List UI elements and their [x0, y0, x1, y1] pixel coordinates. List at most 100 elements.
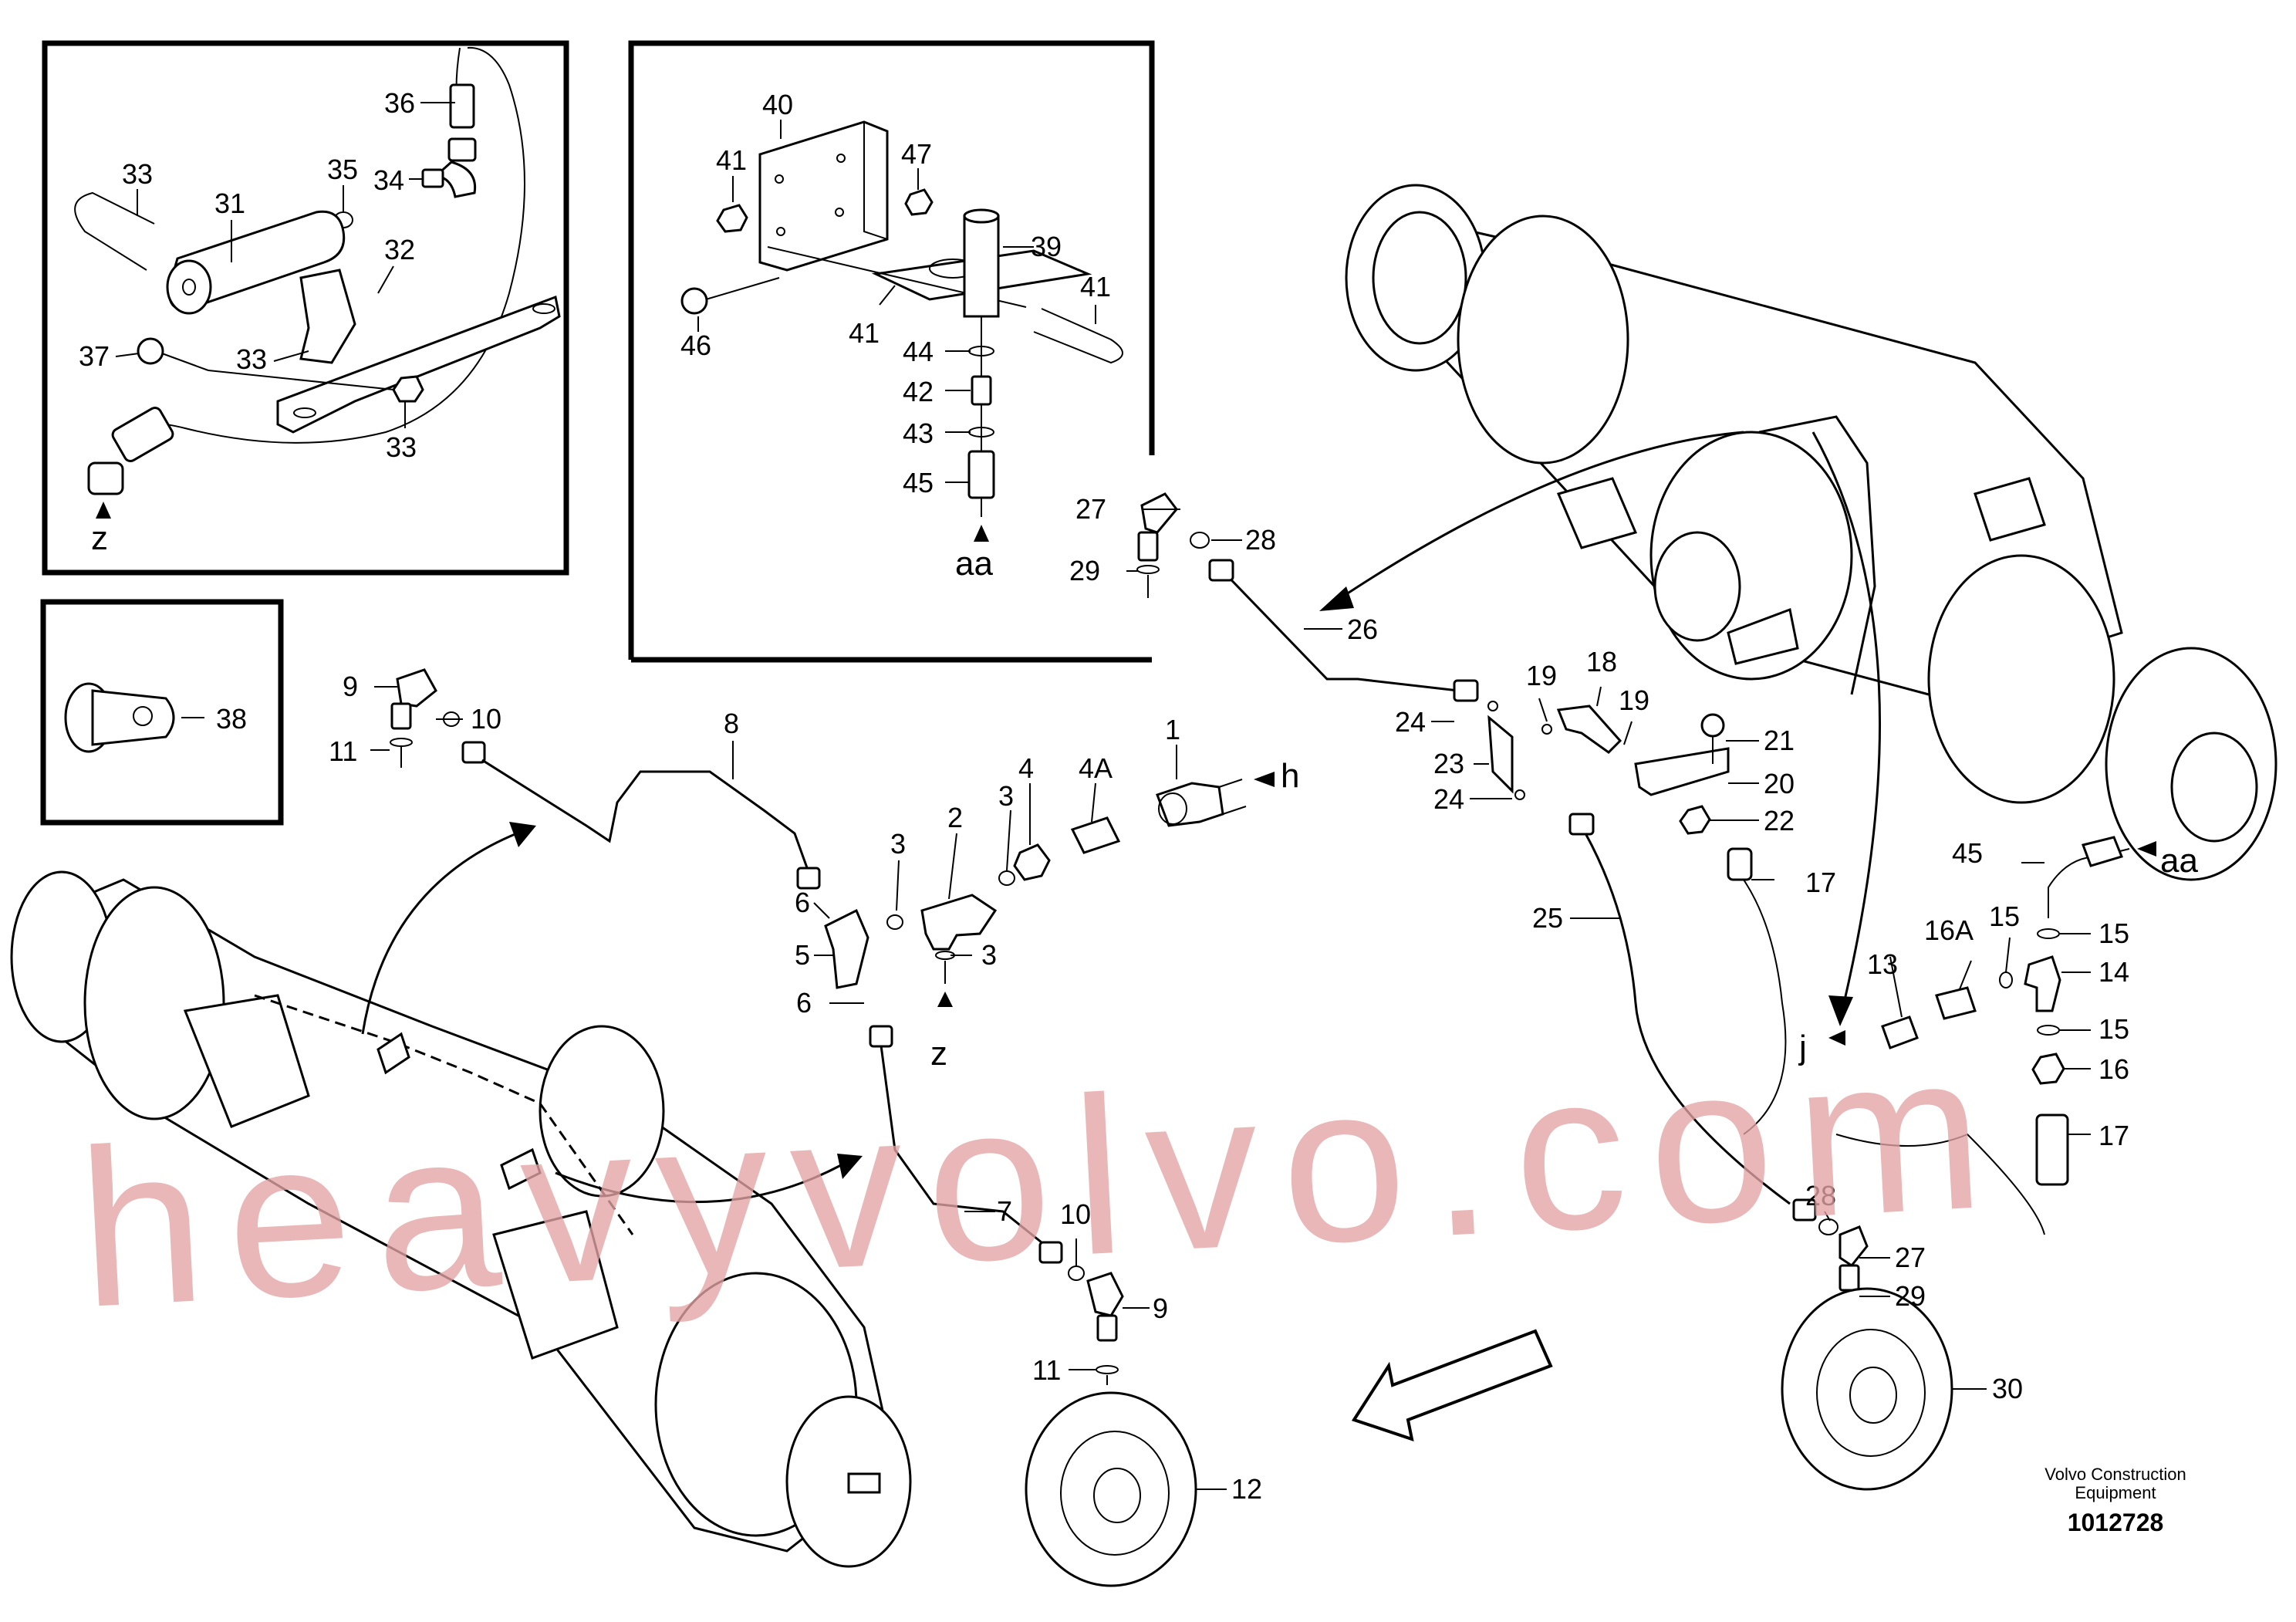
leader-line [1889, 956, 1903, 1018]
arrow-up-icon [937, 992, 953, 1007]
drawing-number: 1012728 [2068, 1509, 2164, 1536]
plate-hole [776, 227, 785, 236]
o-ring-29 [1136, 565, 1160, 574]
arrow-head-icon [837, 1154, 863, 1179]
direction-arrow-icon [1351, 1329, 1553, 1441]
leader-line [1006, 809, 1011, 871]
callout-47: 47 [901, 138, 932, 170]
pipe-nut [1038, 1241, 1063, 1264]
callout-17: 17 [2098, 1120, 2129, 1151]
elbow-27-stem [1137, 531, 1159, 562]
callout-24: 24 [1395, 706, 1426, 738]
valve-port [182, 279, 196, 296]
callout-3: 3 [998, 780, 1014, 812]
plate-hole [775, 174, 784, 184]
elbow-27-stem [1838, 1264, 1860, 1292]
callout-39: 39 [1031, 231, 1062, 262]
callout-33: 33 [236, 343, 267, 375]
nipple-42 [971, 375, 992, 406]
pipe-nut [1792, 1198, 1817, 1222]
adapter-45 [967, 450, 995, 499]
clip [500, 1147, 542, 1191]
callout-44: 44 [903, 336, 934, 367]
o-ring-3 [886, 914, 903, 930]
callout-12: 12 [1231, 1473, 1262, 1505]
callout-8: 8 [724, 708, 739, 739]
callout-26: 26 [1347, 613, 1378, 645]
elbow-9-stem [390, 702, 412, 730]
fitting-45 [2082, 836, 2124, 867]
u-bolt-41 [1033, 308, 1123, 364]
brake-disc-ring [1060, 1431, 1170, 1556]
hose-fitting-17 [2035, 1113, 2069, 1186]
brake-lines-rear: 27 28 29 26 24 19 18 19 21 23 20 24 22 1… [1069, 492, 2198, 1491]
brake-drum-left [1457, 215, 1629, 465]
axle-assembly-rear [1319, 184, 2277, 1026]
leader-line [1596, 686, 1602, 707]
callout-14: 14 [2098, 956, 2129, 988]
fitting-4a [1070, 816, 1121, 854]
o-ring-3 [998, 870, 1015, 886]
connector-h: h [1281, 757, 1299, 795]
connector-13 [1881, 1015, 1919, 1049]
nut-4 [1013, 843, 1051, 881]
fitting-2 [920, 894, 998, 951]
elbow-18 [1556, 705, 1622, 754]
pipe-8 [481, 759, 810, 873]
callout-28: 28 [1805, 1180, 1836, 1211]
nut-22 [1679, 805, 1711, 835]
mount-pad [1556, 477, 1638, 549]
tee-23 [1487, 715, 1514, 794]
mount-block [183, 994, 310, 1128]
callout-29: 29 [1069, 555, 1100, 586]
callout-21: 21 [1764, 725, 1795, 756]
leader-line [208, 370, 394, 390]
elbow-9 [1086, 1272, 1124, 1317]
callout-15: 15 [2098, 1013, 2129, 1045]
arrow-head-icon [1828, 995, 1853, 1026]
leader-line [1623, 721, 1633, 745]
callout-28: 28 [1245, 524, 1276, 556]
elbow-27 [1140, 492, 1178, 534]
callout-25: 25 [1532, 902, 1563, 934]
brake-disc-30 [1781, 1287, 1953, 1491]
pin-39 [963, 215, 1000, 318]
arrow-left-icon [1254, 772, 1275, 787]
connector-1 [1156, 782, 1224, 827]
differential-flange [539, 1025, 665, 1198]
arrow-up-icon [974, 525, 989, 542]
brake-lines-front: 9 10 11 8 1 h 4 4A 3 2 3 6 5 3 6 z 7 10 … [329, 668, 1299, 1587]
callout-3: 3 [890, 828, 906, 860]
callout-33: 33 [386, 431, 417, 463]
elbow-9 [396, 668, 437, 708]
flow-arrow [555, 1164, 842, 1204]
leader-line [1959, 960, 1972, 990]
callout-41: 41 [849, 317, 880, 349]
callout-32: 32 [384, 234, 415, 265]
brake-drum-left [83, 886, 225, 1120]
callout-19: 19 [1526, 660, 1557, 691]
mount-pad [1974, 477, 2046, 542]
pipe-nut [869, 1025, 893, 1048]
flow-arrow [1811, 431, 1882, 1004]
o-ring-15 [2037, 928, 2060, 939]
callout-45: 45 [1952, 837, 1983, 869]
pin-top [963, 208, 1000, 224]
callout-33: 33 [122, 158, 153, 190]
callout-9: 9 [1153, 1293, 1168, 1324]
u-bolt-33 [74, 191, 155, 271]
callout-6: 6 [795, 887, 810, 918]
callout-22: 22 [1764, 805, 1795, 836]
connector-1-lead [1218, 779, 1247, 815]
leader-line [948, 833, 957, 900]
flow-arrow [361, 832, 518, 1035]
leader-line [1091, 782, 1096, 823]
callout-20: 20 [1764, 768, 1795, 799]
hose-line [127, 46, 525, 444]
fitting-36 [449, 83, 475, 129]
pipe-26 [1217, 566, 1459, 692]
hub-left-inner [1372, 211, 1467, 345]
hose-fitting-17 [1727, 847, 1753, 881]
inset-frame [42, 40, 569, 576]
